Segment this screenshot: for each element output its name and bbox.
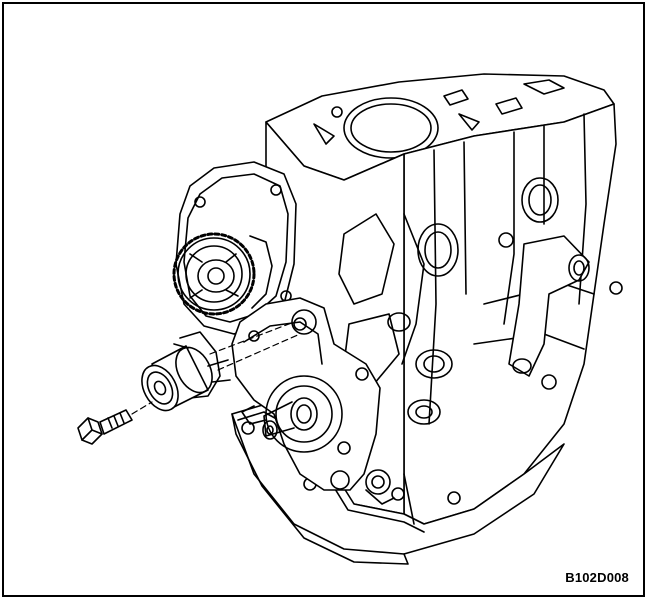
engine-illustration [77,73,623,565]
pulley-icon [141,331,231,412]
block-boss [521,177,559,223]
block-boss [498,232,514,248]
sprocket-icon [172,161,297,335]
oil-pump-icon [231,297,395,505]
mount-bracket [508,235,590,377]
assembly-guide-lines [131,321,301,415]
bolt-icon [77,409,133,445]
figure-code: B102D008 [565,570,629,585]
